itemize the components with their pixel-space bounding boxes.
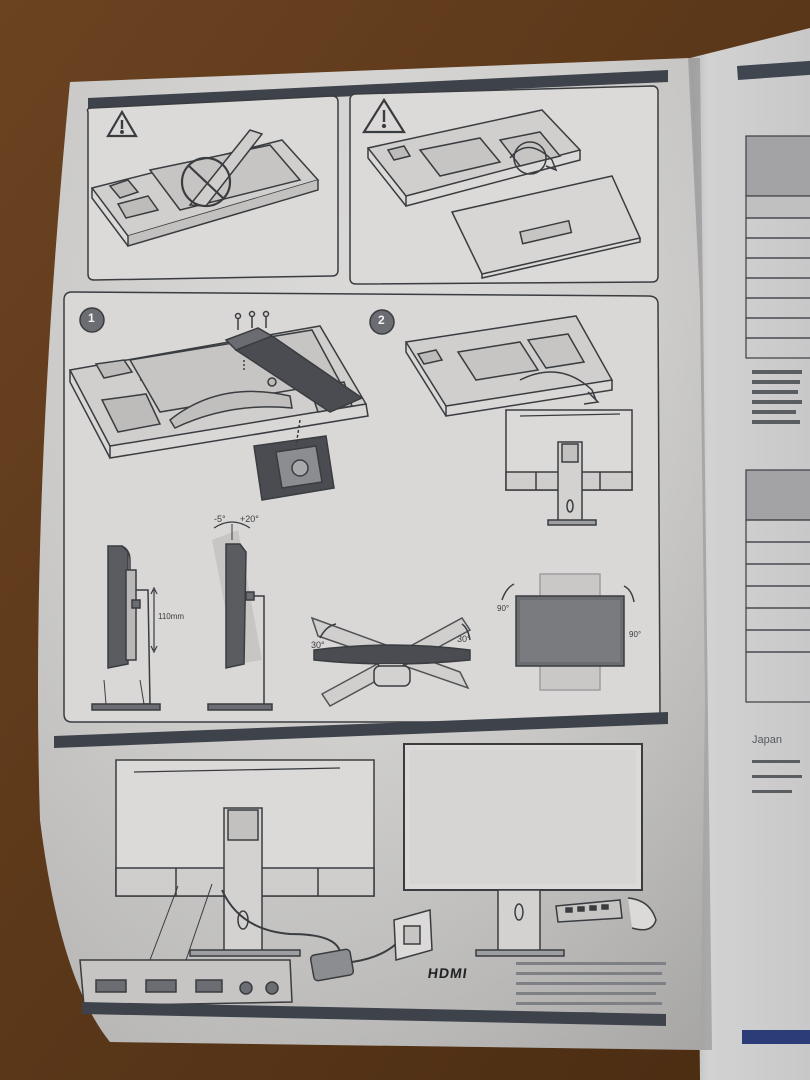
right-page-table <box>745 135 810 703</box>
step-two-number: 2 <box>378 313 385 327</box>
tilt-forward-label: -5° <box>214 514 226 524</box>
assembly-panel <box>63 291 661 723</box>
tilt-back-label: +20° <box>240 514 259 524</box>
step-badge <box>369 309 395 335</box>
step-one-number: 1 <box>88 311 95 325</box>
swivel-right-label: 30° <box>457 634 471 644</box>
step-badge <box>79 307 105 333</box>
warning-panel-left <box>86 95 339 281</box>
height-adjust-label: 110mm <box>158 612 185 621</box>
pivot-right-label: 90° <box>629 630 642 639</box>
connections-panel <box>79 743 657 1007</box>
footer-band <box>82 1002 666 1026</box>
warning-panel-right <box>349 85 659 285</box>
port-strip <box>79 959 293 1007</box>
pivot-left-label: 90° <box>497 604 510 613</box>
right-page <box>690 28 810 1080</box>
swivel-diagram <box>310 616 472 707</box>
hdmi-logo: HDMI <box>426 965 469 981</box>
pivot-diagram <box>501 573 635 691</box>
swivel-left-label: 30° <box>311 640 325 650</box>
header-band <box>88 70 668 108</box>
connections-header-band <box>54 712 668 748</box>
right-page-heading: Japan <box>752 734 782 746</box>
